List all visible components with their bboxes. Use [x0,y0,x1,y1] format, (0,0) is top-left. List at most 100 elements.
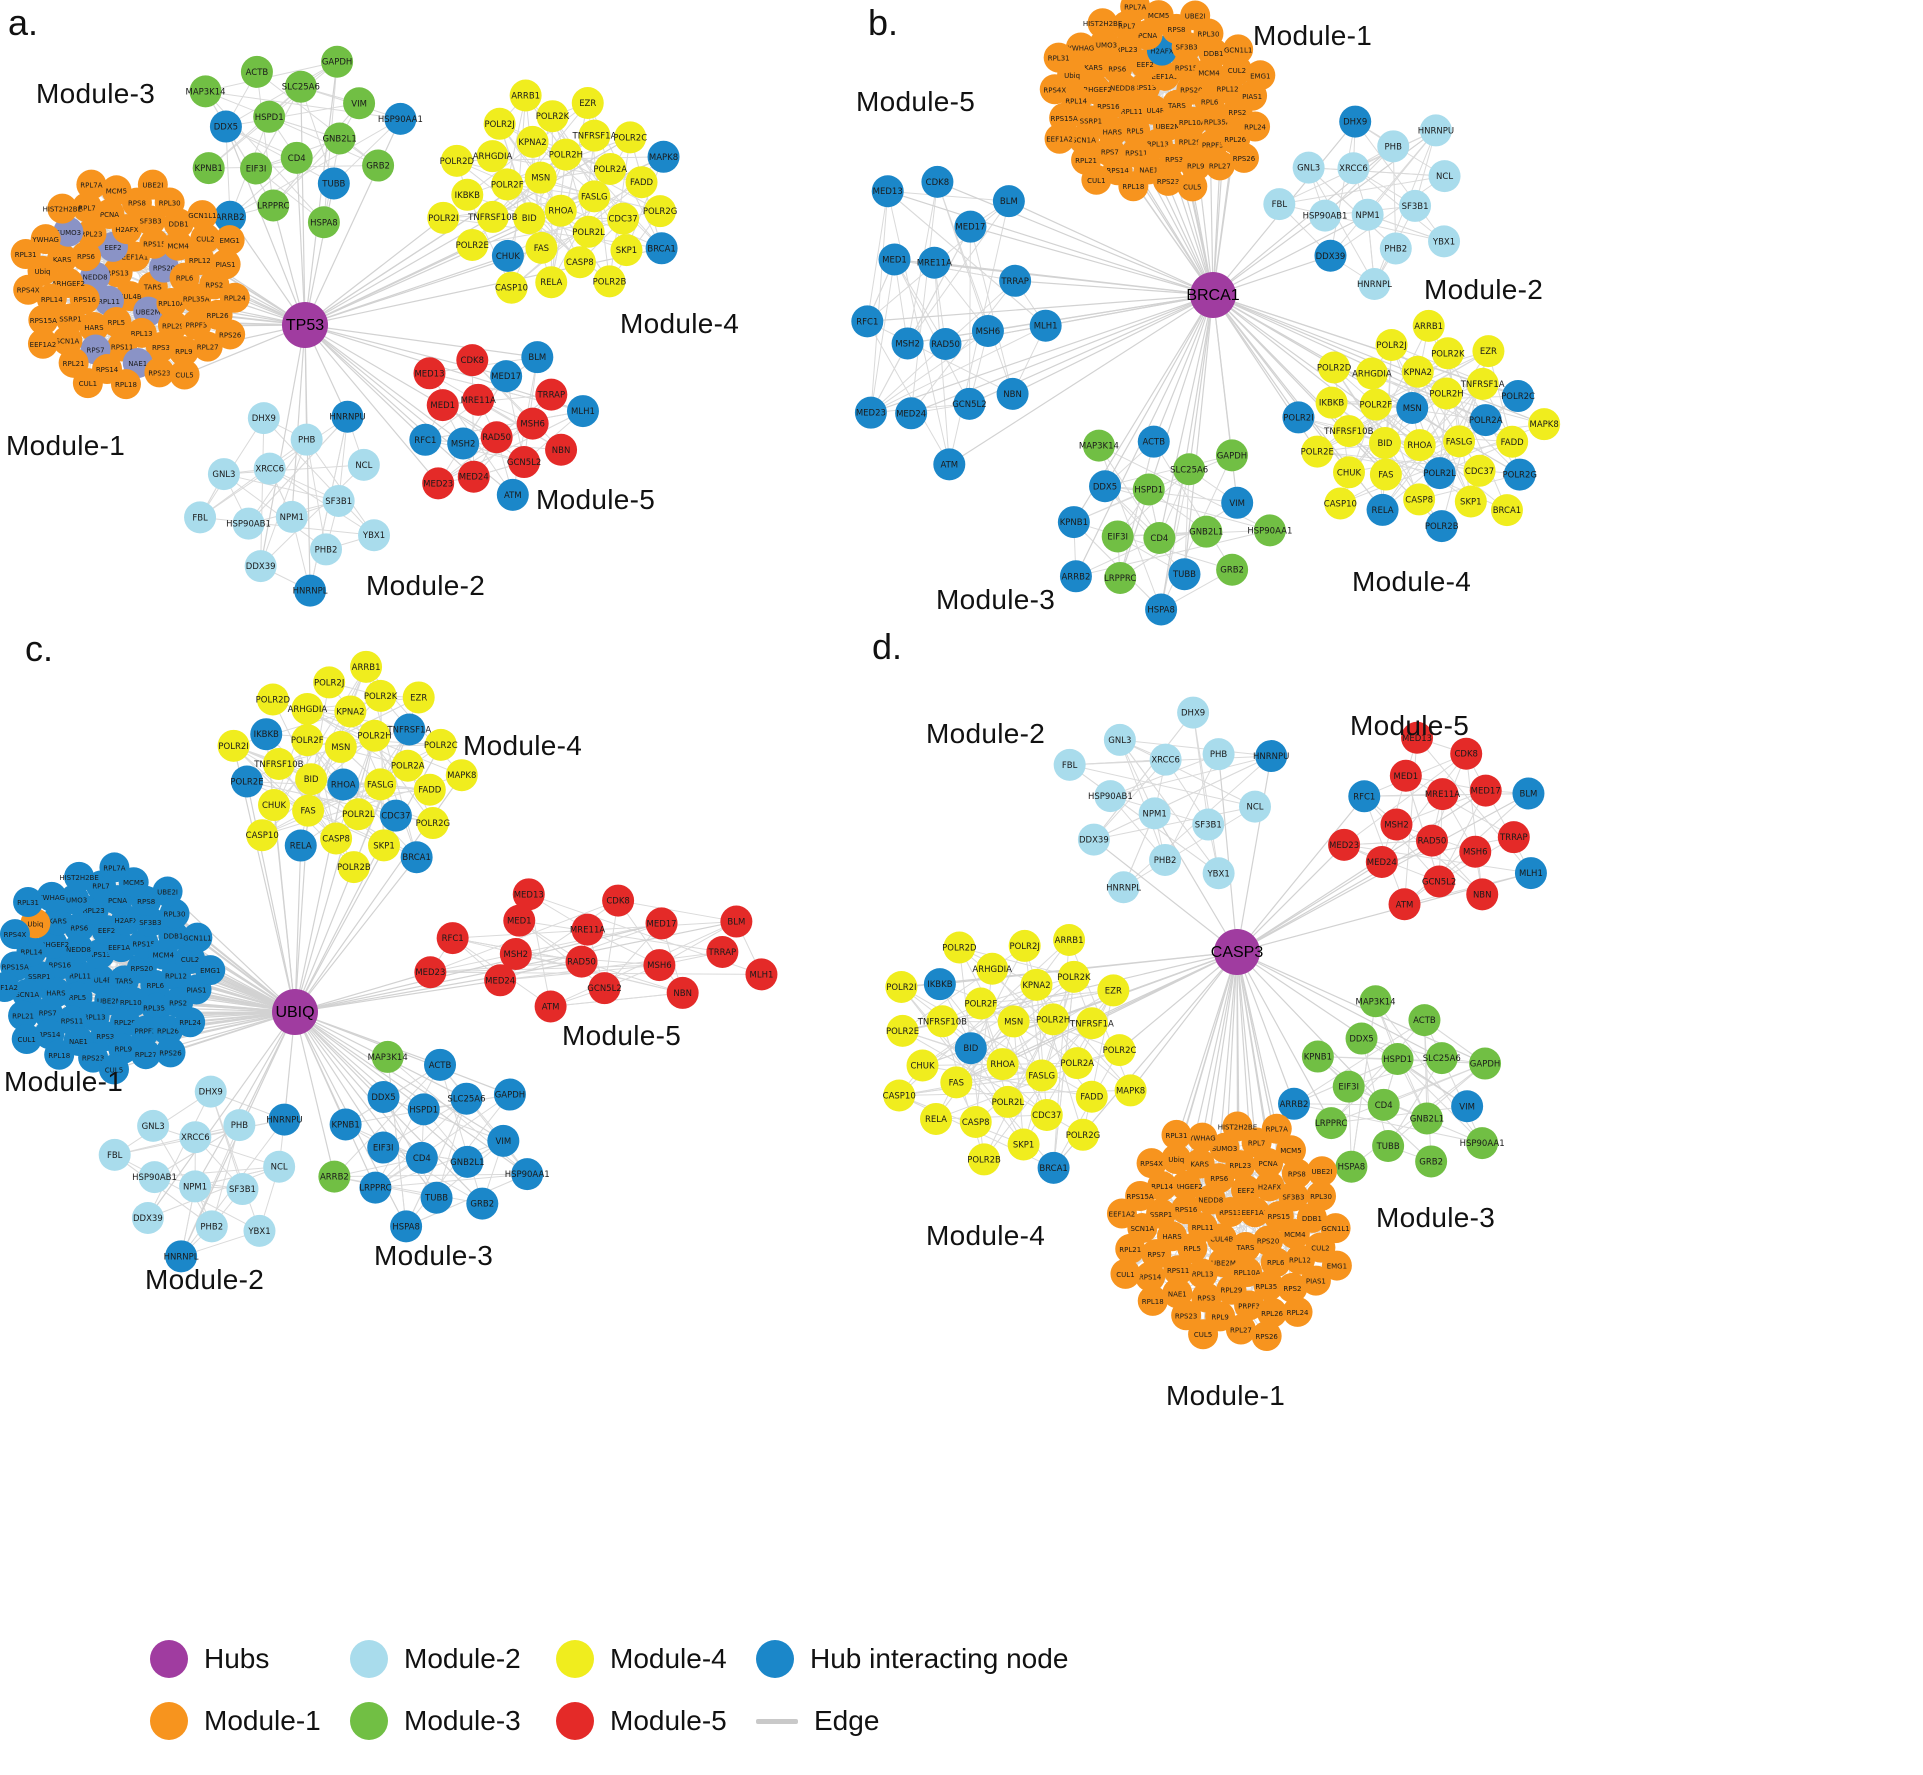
network-node [535,378,568,411]
hub-edge [1201,951,1238,1138]
node-label: SSRP1 [28,973,50,981]
network-node [1415,824,1448,857]
node-label: BRCA1 [1039,1164,1067,1174]
node-label: POLR2I [428,214,458,224]
node-label: EIF3I [1107,532,1128,542]
node-label: EEF1A2 [1046,136,1073,144]
network-node [59,884,90,915]
node-label: SF3B3 [1176,44,1198,52]
network-node [1377,130,1410,163]
network-node [215,319,246,350]
node-label: BRCA1 [1493,506,1521,516]
node-label: TARS [114,977,133,985]
network-node [1143,0,1174,31]
network-node [954,1032,987,1065]
node-label: EEF1A2 [0,984,18,992]
network-node [291,724,324,757]
hub-edge [1212,294,1519,397]
edge [894,259,970,405]
edge [1192,712,1220,874]
network-node [207,458,240,491]
network-node [1396,391,1429,424]
module-title-c-module-2: Module-2 [145,1264,265,1295]
network-node [1275,1135,1306,1166]
node-label: PHB2 [1384,244,1407,254]
node-label: POLR2A [593,165,627,175]
node-label: EEF1A1 [1152,73,1179,81]
hub-edge [304,61,338,326]
network-node [499,938,532,971]
network-node [184,501,217,534]
network-node [1110,1258,1141,1289]
node-label: MED1 [1393,772,1418,782]
network-node [1171,1194,1202,1225]
node-label: RPL35A [1204,118,1231,126]
edge [1279,175,1445,205]
network-node [1118,171,1149,202]
network-node [1137,1285,1168,1316]
node-label: RPL10A [1179,119,1206,127]
legend-label: Module-2 [404,1643,521,1674]
node-label: MAPK8 [649,153,678,163]
network-node [891,327,924,360]
network-node [745,958,778,991]
network-node [1318,351,1351,384]
node-label: MSN [531,174,550,184]
edge [1098,445,1160,539]
node-label: ARRB1 [511,92,540,102]
node-label: RPL21 [63,360,85,368]
network-node [1240,111,1271,142]
legend-item-module-1: Module-1 [150,1702,350,1740]
edge [618,900,737,923]
node-label: DDB1 [1302,1215,1322,1223]
node-label: KPNB1 [195,164,223,174]
node-label: RPL30 [1198,31,1220,39]
node-label: CDC37 [1465,467,1494,477]
network-node [98,1138,131,1171]
network-node [0,972,20,1003]
edge [902,1030,1003,1065]
hub-edge [296,157,306,326]
legend-item-module-4: Module-4 [556,1640,756,1678]
hub-edge [1093,839,1238,953]
node-label: RHOA [331,781,356,791]
edge [1371,373,1486,421]
network-node [565,945,598,978]
node-label: ACTB [429,1061,452,1071]
node-label: TRRAP [1000,277,1029,287]
node-label: YWHAG [1067,44,1095,52]
network-node [1332,415,1365,448]
hub-edge [265,734,296,1013]
node-label: GCN1L1 [183,935,211,943]
network-node [1428,160,1461,193]
network-node [578,119,611,152]
node-label: BID [1378,439,1393,449]
edge [887,190,1009,202]
network-node [422,467,455,500]
node-label: POLR2F [964,1000,997,1010]
network-node [137,1109,170,1142]
edge [268,116,379,167]
node-label: NBN [1473,890,1492,900]
hub-edge [937,181,1214,296]
hub-node-TP53 [282,302,328,348]
module-title-b-module-3: Module-3 [936,584,1056,615]
node-label: MAP3K14 [185,87,225,97]
edge [1423,1020,1432,1162]
node-label: RPL10A [120,999,147,1007]
network-node [192,152,225,185]
node-label: YBX1 [1432,237,1455,247]
node-label: TUBB [1172,570,1196,580]
node-label: FADD [1080,1093,1103,1103]
network-node [511,1158,544,1191]
network-node [384,102,417,135]
network-node [1223,34,1254,65]
network-node [290,423,323,456]
network-node [491,239,524,272]
network-node [1228,142,1259,173]
network-node [1239,790,1272,823]
node-label: RPS15 [132,941,154,949]
node-label: BLM [727,918,745,928]
network-node [1107,871,1140,904]
edge [383,1096,504,1142]
